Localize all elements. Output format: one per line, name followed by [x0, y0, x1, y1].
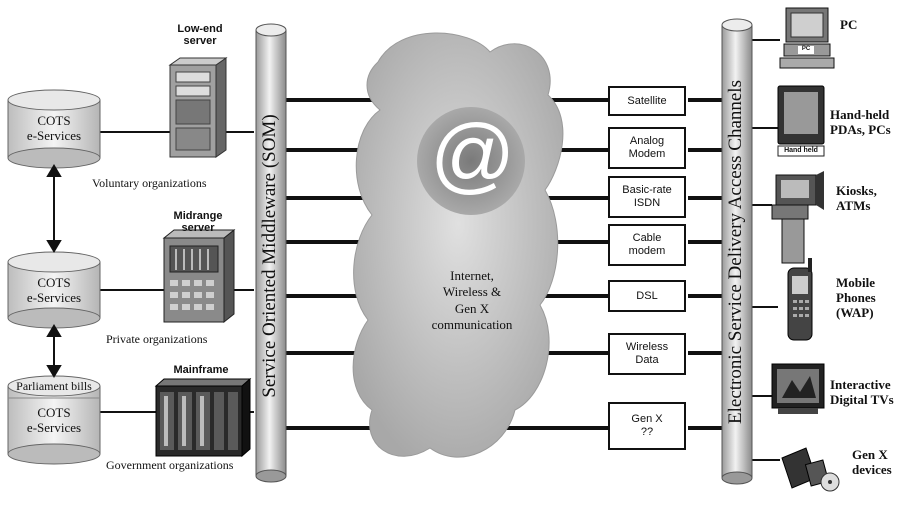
device-handheld-line1: Hand-held [830, 108, 891, 123]
channel-satellite: Satellite [608, 86, 686, 116]
channel-analog-modem-line2: Modem [629, 148, 666, 161]
device-handheld-line2: PDAs, PCs [830, 123, 891, 138]
som-pillar-label: Service Oriented Middleware (SOM) [259, 36, 283, 476]
channel-gen-x: Gen X ?? [608, 402, 686, 450]
channel-analog-modem: Analog Modem [608, 127, 686, 169]
channel-gen-x-line2: ?? [641, 426, 653, 439]
cloud-line-4: communication [412, 317, 532, 333]
device-genx-label: Gen X devices [852, 448, 892, 478]
device-mobile-label: Mobile Phones (WAP) [836, 276, 876, 321]
device-genx-line2: devices [852, 463, 892, 478]
cylinder-3-caption: Government organizations [106, 459, 233, 472]
low-end-server-line1: Low-end [170, 23, 230, 35]
channel-gen-x-line1: Gen X [631, 413, 662, 426]
digital-tv-icon [772, 364, 824, 414]
pc-badge: PC [798, 46, 814, 53]
cylinder-3-band: Parliament bills [8, 380, 100, 394]
handheld-badge: Hand held [778, 147, 824, 155]
device-tv-label: Interactive Digital TVs [830, 378, 894, 408]
device-handheld-label: Hand-held PDAs, PCs [830, 108, 891, 138]
channel-cable-modem-line2: modem [629, 245, 666, 258]
cloud-text: Internet, Wireless & Gen X communication [412, 268, 532, 333]
device-mobile-line2: Phones [836, 291, 876, 306]
channel-cable-modem: Cable modem [608, 224, 686, 266]
channel-analog-modem-line1: Analog [630, 135, 664, 148]
cylinder-2-caption: Private organizations [106, 333, 207, 346]
midrange-server-icon [164, 230, 234, 322]
cylinder-1-line1: COTS [8, 114, 100, 129]
low-end-server-icon [170, 58, 226, 157]
channel-cable-modem-line1: Cable [633, 232, 662, 245]
mainframe-icon [156, 379, 250, 456]
cylinder-1-caption: Voluntary organizations [92, 177, 207, 190]
cylinder-1-label: COTS e-Services [8, 114, 100, 144]
cylinder-2-line2: e-Services [8, 291, 100, 306]
genx-device-icon [782, 448, 839, 491]
mobile-phone-icon [788, 258, 812, 340]
channel-dsl: DSL [608, 280, 686, 312]
channel-isdn: Basic-rate ISDN [608, 176, 686, 218]
device-mobile-line1: Mobile [836, 276, 876, 291]
channel-dsl-line1: DSL [636, 290, 657, 303]
channel-wireless-data: Wireless Data [608, 333, 686, 375]
cylinder-3-label: COTS e-Services [8, 406, 100, 436]
channel-isdn-line2: ISDN [634, 197, 660, 210]
esd-pillar-label: Electronic Service Delivery Access Chann… [725, 32, 749, 472]
cylinder-3-line1: COTS [8, 406, 100, 421]
device-pc-label: PC [840, 18, 857, 33]
mainframe-label: Mainframe [166, 364, 236, 376]
cloud-line-3: Gen X [412, 301, 532, 317]
pc-icon [780, 8, 834, 68]
cloud-line-2: Wireless & [412, 284, 532, 300]
device-tv-line2: Digital TVs [830, 393, 894, 408]
midrange-server-line1: Midrange [168, 210, 228, 222]
device-kiosk-line2: ATMs [836, 199, 877, 214]
handheld-icon [778, 86, 824, 156]
device-kiosk-label: Kiosks, ATMs [836, 184, 877, 214]
kiosk-icon [772, 171, 824, 263]
channel-wireless-data-line2: Data [635, 354, 658, 367]
device-genx-line1: Gen X [852, 448, 892, 463]
at-symbol: @ [430, 112, 512, 196]
midrange-server-label: Midrange server [168, 210, 228, 234]
channel-isdn-line1: Basic-rate [622, 184, 672, 197]
midrange-server-line2: server [168, 222, 228, 234]
channel-wireless-data-line1: Wireless [626, 341, 668, 354]
device-kiosk-line1: Kiosks, [836, 184, 877, 199]
channel-satellite-line1: Satellite [627, 95, 666, 108]
cylinder-2-label: COTS e-Services [8, 276, 100, 306]
device-tv-line1: Interactive [830, 378, 894, 393]
device-pc-line1: PC [840, 18, 857, 33]
internet-cloud [353, 33, 563, 457]
device-mobile-line3: (WAP) [836, 306, 876, 321]
low-end-server-line2: server [170, 35, 230, 47]
cloud-line-1: Internet, [412, 268, 532, 284]
cylinder-2-line1: COTS [8, 276, 100, 291]
cylinder-1-line2: e-Services [8, 129, 100, 144]
cylinder-3-line2: e-Services [8, 421, 100, 436]
low-end-server-label: Low-end server [170, 23, 230, 47]
